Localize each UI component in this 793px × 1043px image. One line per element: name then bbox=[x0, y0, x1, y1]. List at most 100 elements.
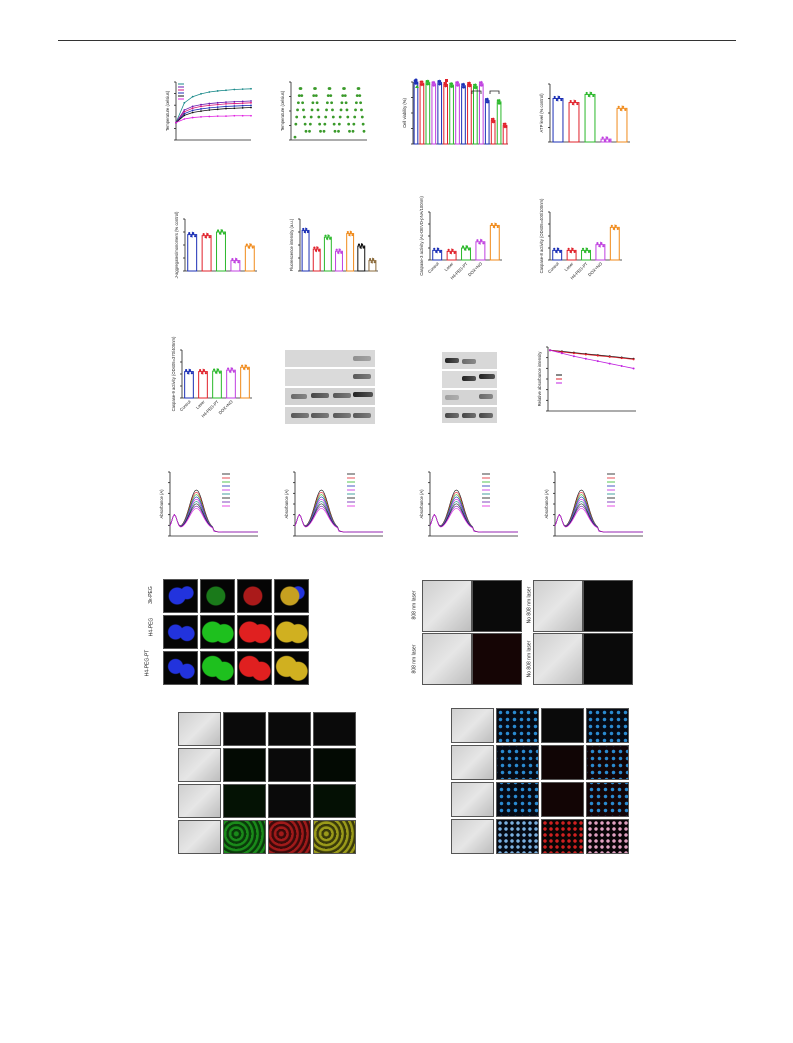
data-point bbox=[202, 233, 205, 236]
series-line bbox=[175, 88, 252, 123]
data-point bbox=[328, 87, 332, 90]
data-point bbox=[204, 372, 207, 375]
data-point bbox=[199, 369, 202, 372]
data-point bbox=[317, 115, 321, 119]
data-point bbox=[479, 84, 482, 87]
data-point bbox=[233, 261, 236, 264]
data-point bbox=[225, 107, 227, 110]
data-point bbox=[496, 225, 499, 229]
data-point bbox=[503, 125, 506, 128]
data-point bbox=[296, 108, 299, 112]
data-point bbox=[474, 83, 477, 86]
data-point bbox=[614, 224, 617, 227]
y-axis-label: Caspase-9 activity (OD405=370/405nm) bbox=[171, 336, 176, 411]
data-point bbox=[369, 258, 372, 261]
spectrum-line bbox=[169, 503, 258, 533]
data-point bbox=[301, 101, 305, 105]
data-point bbox=[462, 83, 465, 86]
data-point bbox=[498, 99, 501, 102]
data-point bbox=[330, 101, 334, 105]
data-point bbox=[183, 110, 186, 113]
y-axis-label: Caspase-3 activity (Ac-DEVD-pNA/100nm) bbox=[419, 196, 424, 276]
data-point bbox=[208, 102, 211, 105]
data-point bbox=[453, 251, 456, 254]
data-point bbox=[335, 248, 338, 251]
bar bbox=[226, 369, 236, 399]
data-point bbox=[476, 239, 479, 242]
data-point bbox=[486, 98, 489, 101]
data-point bbox=[314, 94, 318, 98]
data-point bbox=[487, 101, 490, 104]
data-point bbox=[313, 246, 316, 249]
data-point bbox=[183, 101, 186, 104]
data-point bbox=[242, 367, 246, 370]
temperature-curve-chart: Temperature (celsius) bbox=[165, 81, 252, 141]
bar bbox=[437, 82, 443, 145]
data-point bbox=[216, 368, 220, 371]
data-point bbox=[302, 227, 305, 231]
data-point bbox=[438, 83, 441, 86]
data-point bbox=[323, 122, 327, 126]
data-point bbox=[339, 108, 343, 112]
data-point bbox=[416, 82, 419, 85]
data-point bbox=[249, 243, 252, 246]
data-point bbox=[421, 80, 424, 83]
data-point bbox=[346, 115, 350, 119]
spectrum-line bbox=[294, 494, 383, 533]
y-axis-label: ATP level (% control) bbox=[539, 93, 544, 133]
data-point bbox=[437, 247, 440, 250]
data-point bbox=[306, 230, 309, 234]
data-point bbox=[478, 242, 481, 245]
data-point bbox=[305, 227, 308, 231]
data-point bbox=[246, 367, 249, 370]
data-point bbox=[303, 122, 307, 126]
data-point bbox=[191, 109, 194, 112]
data-point bbox=[200, 105, 202, 108]
data-point bbox=[314, 87, 317, 90]
data-point bbox=[461, 86, 465, 89]
data-point bbox=[473, 86, 477, 89]
data-point bbox=[191, 105, 194, 108]
data-point bbox=[353, 115, 357, 119]
data-point bbox=[241, 114, 244, 117]
data-point bbox=[225, 115, 227, 118]
data-point bbox=[567, 247, 570, 250]
data-point bbox=[216, 229, 220, 232]
data-point bbox=[419, 80, 422, 83]
x-tick-label: Control bbox=[427, 261, 440, 274]
data-point bbox=[478, 81, 482, 84]
data-point bbox=[188, 369, 192, 372]
data-point bbox=[433, 81, 436, 84]
bar bbox=[323, 236, 332, 272]
bar bbox=[240, 366, 250, 399]
data-point bbox=[467, 84, 471, 88]
data-point bbox=[451, 85, 454, 88]
data-point bbox=[185, 369, 188, 372]
data-point bbox=[490, 222, 493, 226]
data-point bbox=[555, 98, 558, 102]
confocal-grid-3 bbox=[451, 708, 629, 854]
data-point bbox=[608, 139, 611, 142]
data-point bbox=[362, 129, 366, 133]
caspase-3-chart: Caspase-3 activity (Ac-DEVD-pNA/100nm)Co… bbox=[419, 196, 502, 281]
data-point bbox=[233, 114, 236, 117]
data-point bbox=[191, 95, 194, 98]
data-point bbox=[451, 248, 454, 251]
x-tick-label: Control bbox=[179, 399, 192, 412]
laser-panel-a: 808 nm laser 808 nm laser bbox=[410, 580, 522, 690]
data-point bbox=[439, 250, 442, 253]
data-point bbox=[557, 247, 560, 250]
data-point bbox=[360, 243, 364, 246]
data-point bbox=[208, 91, 211, 93]
data-point bbox=[502, 122, 505, 125]
data-point bbox=[494, 222, 497, 226]
data-point bbox=[343, 94, 347, 98]
spectrum-line bbox=[169, 501, 258, 533]
data-point bbox=[183, 112, 186, 115]
data-point bbox=[302, 115, 306, 119]
data-point bbox=[572, 355, 575, 358]
data-point bbox=[216, 106, 219, 109]
absorbance-spectrum-4: Absorbance (A) bbox=[544, 471, 643, 537]
outlier-point bbox=[445, 79, 448, 82]
data-point bbox=[482, 242, 485, 245]
